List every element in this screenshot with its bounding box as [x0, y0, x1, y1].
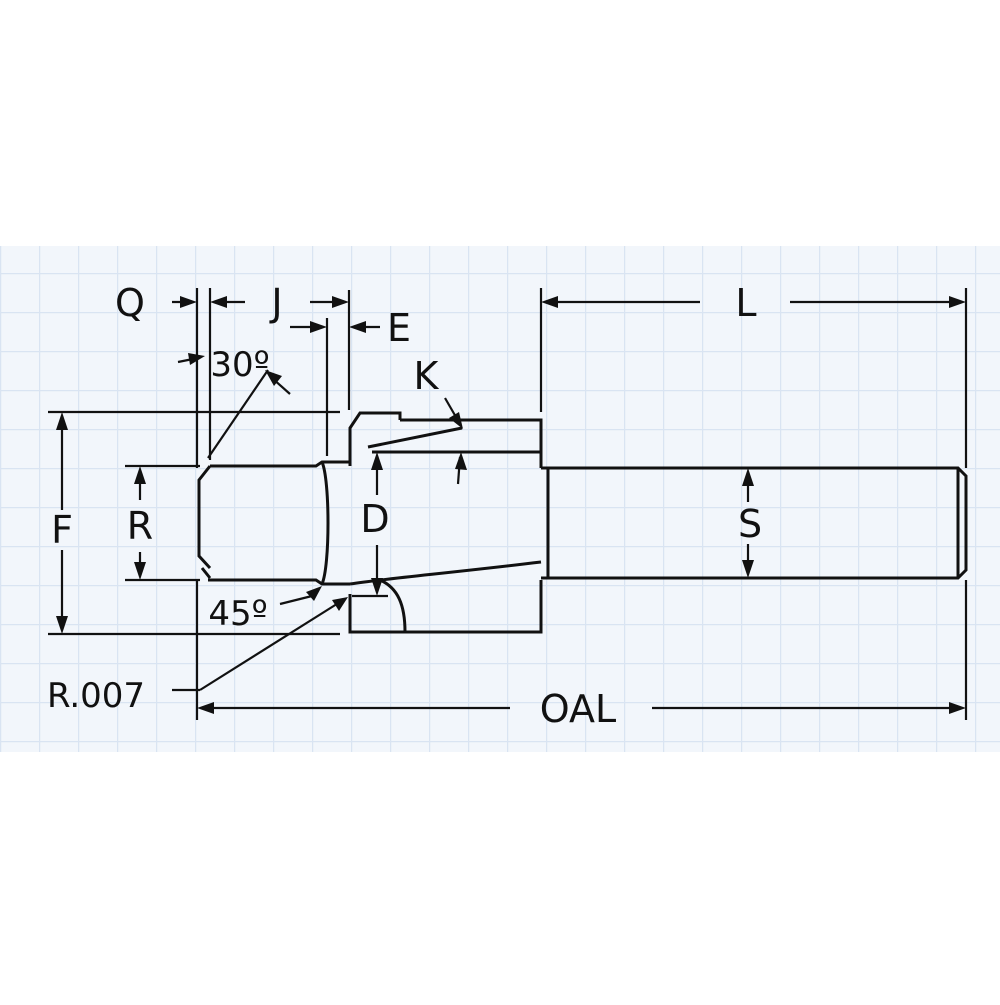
dimension-lines	[56, 296, 966, 714]
label-j: J	[269, 281, 282, 325]
label-oal: OAL	[540, 687, 616, 731]
label-q: Q	[115, 281, 145, 325]
label-s: S	[738, 502, 762, 546]
grid-background	[0, 246, 1000, 752]
label-e: E	[387, 306, 411, 350]
label-f: F	[51, 508, 73, 552]
label-angle-45: 45º	[208, 594, 267, 634]
extension-lines	[48, 288, 968, 720]
label-l: L	[735, 281, 756, 325]
label-k: K	[414, 354, 440, 398]
label-r: R	[127, 504, 153, 548]
label-angle-30: 30º	[210, 345, 269, 385]
label-d: D	[360, 497, 389, 541]
label-radius: R.007	[47, 676, 145, 716]
